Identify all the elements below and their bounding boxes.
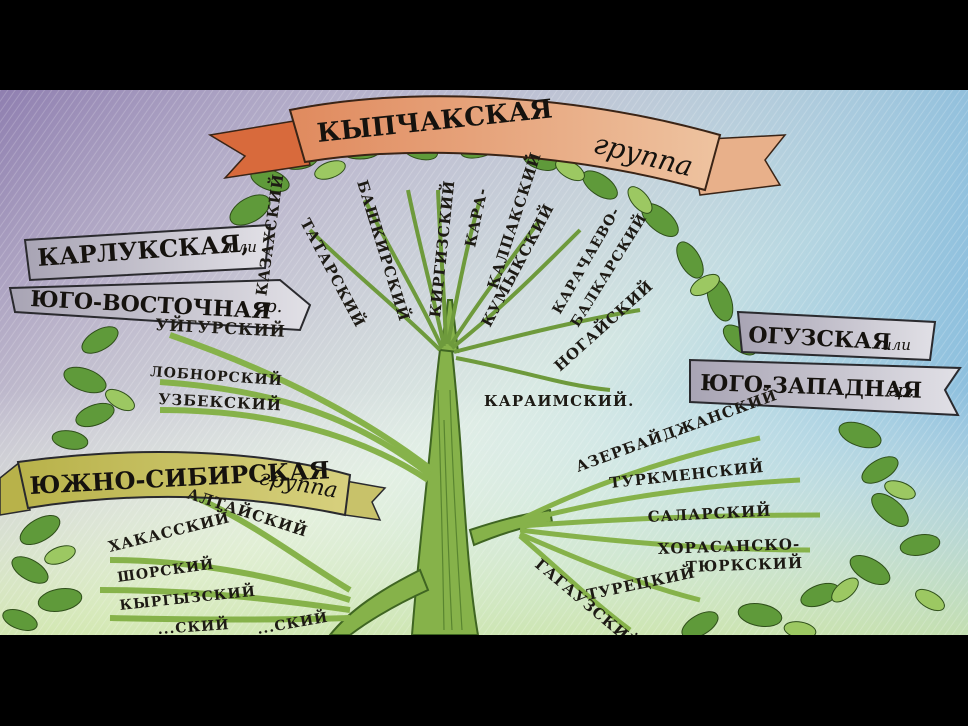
siberian-branches bbox=[99, 492, 352, 623]
oguz-branches bbox=[518, 435, 821, 632]
karluk-banner-line1-sub: или bbox=[228, 238, 257, 256]
kypchak-branches bbox=[308, 189, 641, 392]
lang-khorasan-2: ТЮРКСКИЙ bbox=[685, 553, 803, 576]
lang-khorasan: ХОРАСАНСКО- bbox=[658, 535, 801, 558]
oguz-banner-line1-sub: или bbox=[882, 336, 911, 354]
karluk-branches bbox=[159, 332, 434, 483]
language-tree-illustration: КЫПЧАКСКАЯ группа КАРЛУКСКАЯ, или ЮГО-ВО… bbox=[0, 90, 968, 635]
oguz-group-banner: ОГУЗСКАЯ или ЮГО-ЗАПАДНАЯ гр. bbox=[689, 310, 962, 417]
tree-diagram: КЫПЧАКСКАЯ группа КАРЛУКСКАЯ, или ЮГО-ВО… bbox=[0, 90, 968, 635]
oguz-banner-line2-sub: гр. bbox=[888, 380, 914, 401]
siberian-group-banner: ЮЖНО-СИБИРСКАЯ группа bbox=[0, 451, 387, 521]
lang-karaim: КАРАИМСКИЙ. bbox=[484, 391, 634, 410]
tree-trunk bbox=[328, 299, 554, 635]
karluk-group-banner: КАРЛУКСКАЯ, или ЮГО-ВОСТОЧНАЯ гр. bbox=[8, 223, 312, 332]
kypchak-group-banner: КЫПЧАКСКАЯ группа bbox=[207, 94, 787, 196]
karluk-banner-line2-sub: гр. bbox=[256, 296, 282, 317]
